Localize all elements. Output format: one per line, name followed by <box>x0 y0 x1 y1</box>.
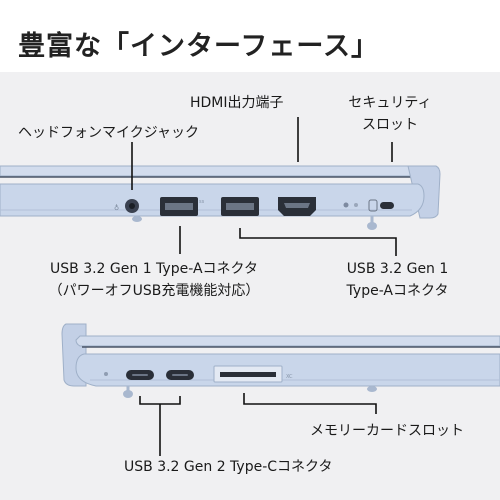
content-panel <box>0 72 500 500</box>
label-security-slot: セキュリティ スロット <box>345 92 435 136</box>
label-security-line1: セキュリティ <box>348 95 432 111</box>
label-memory-card-slot: メモリーカードスロット <box>310 423 464 439</box>
bottom-leader-lines <box>139 393 377 456</box>
label-usb-a-right: USB 3.2 Gen 1 Type-Aコネクタ <box>335 258 460 302</box>
svg-text:XC: XC <box>286 374 293 380</box>
label-usb-a-right-line1: USB 3.2 Gen 1 <box>346 261 449 277</box>
svg-text:ss: ss <box>199 199 205 205</box>
usb-c-port-1 <box>126 370 154 380</box>
headphone-jack-port: ♁ <box>114 199 139 213</box>
label-hdmi: HDMI出力端子 <box>190 95 284 111</box>
usb-c-port-2 <box>166 370 194 380</box>
label-usb-a-left-line1: USB 3.2 Gen 1 Type-Aコネクタ <box>50 261 258 277</box>
page-title: 豊富な「インターフェース」 <box>18 31 380 62</box>
label-usb-a-left-line2: （パワーオフUSB充電機能対応） <box>48 283 260 299</box>
memory-card-slot: XC <box>213 365 293 383</box>
laptop-side-right <box>61 323 500 398</box>
label-usb-c: USB 3.2 Gen 2 Type-Cコネクタ <box>124 459 333 475</box>
status-leds <box>343 202 358 208</box>
laptop-side-left <box>0 165 441 230</box>
usb-a-port-right <box>221 197 259 216</box>
security-slot <box>368 199 394 212</box>
usb-a-port-left: ss <box>160 197 205 216</box>
label-security-line2: スロット <box>362 117 418 133</box>
hdmi-port <box>278 197 316 216</box>
svg-text:♁: ♁ <box>114 204 119 212</box>
top-leader-lines <box>131 117 397 256</box>
label-usb-a-left: USB 3.2 Gen 1 Type-Aコネクタ （パワーオフUSB充電機能対応… <box>24 258 284 302</box>
label-usb-a-right-line2: Type-Aコネクタ <box>346 283 449 299</box>
label-headphone-jack: ヘッドフォンマイクジャック <box>18 125 200 141</box>
